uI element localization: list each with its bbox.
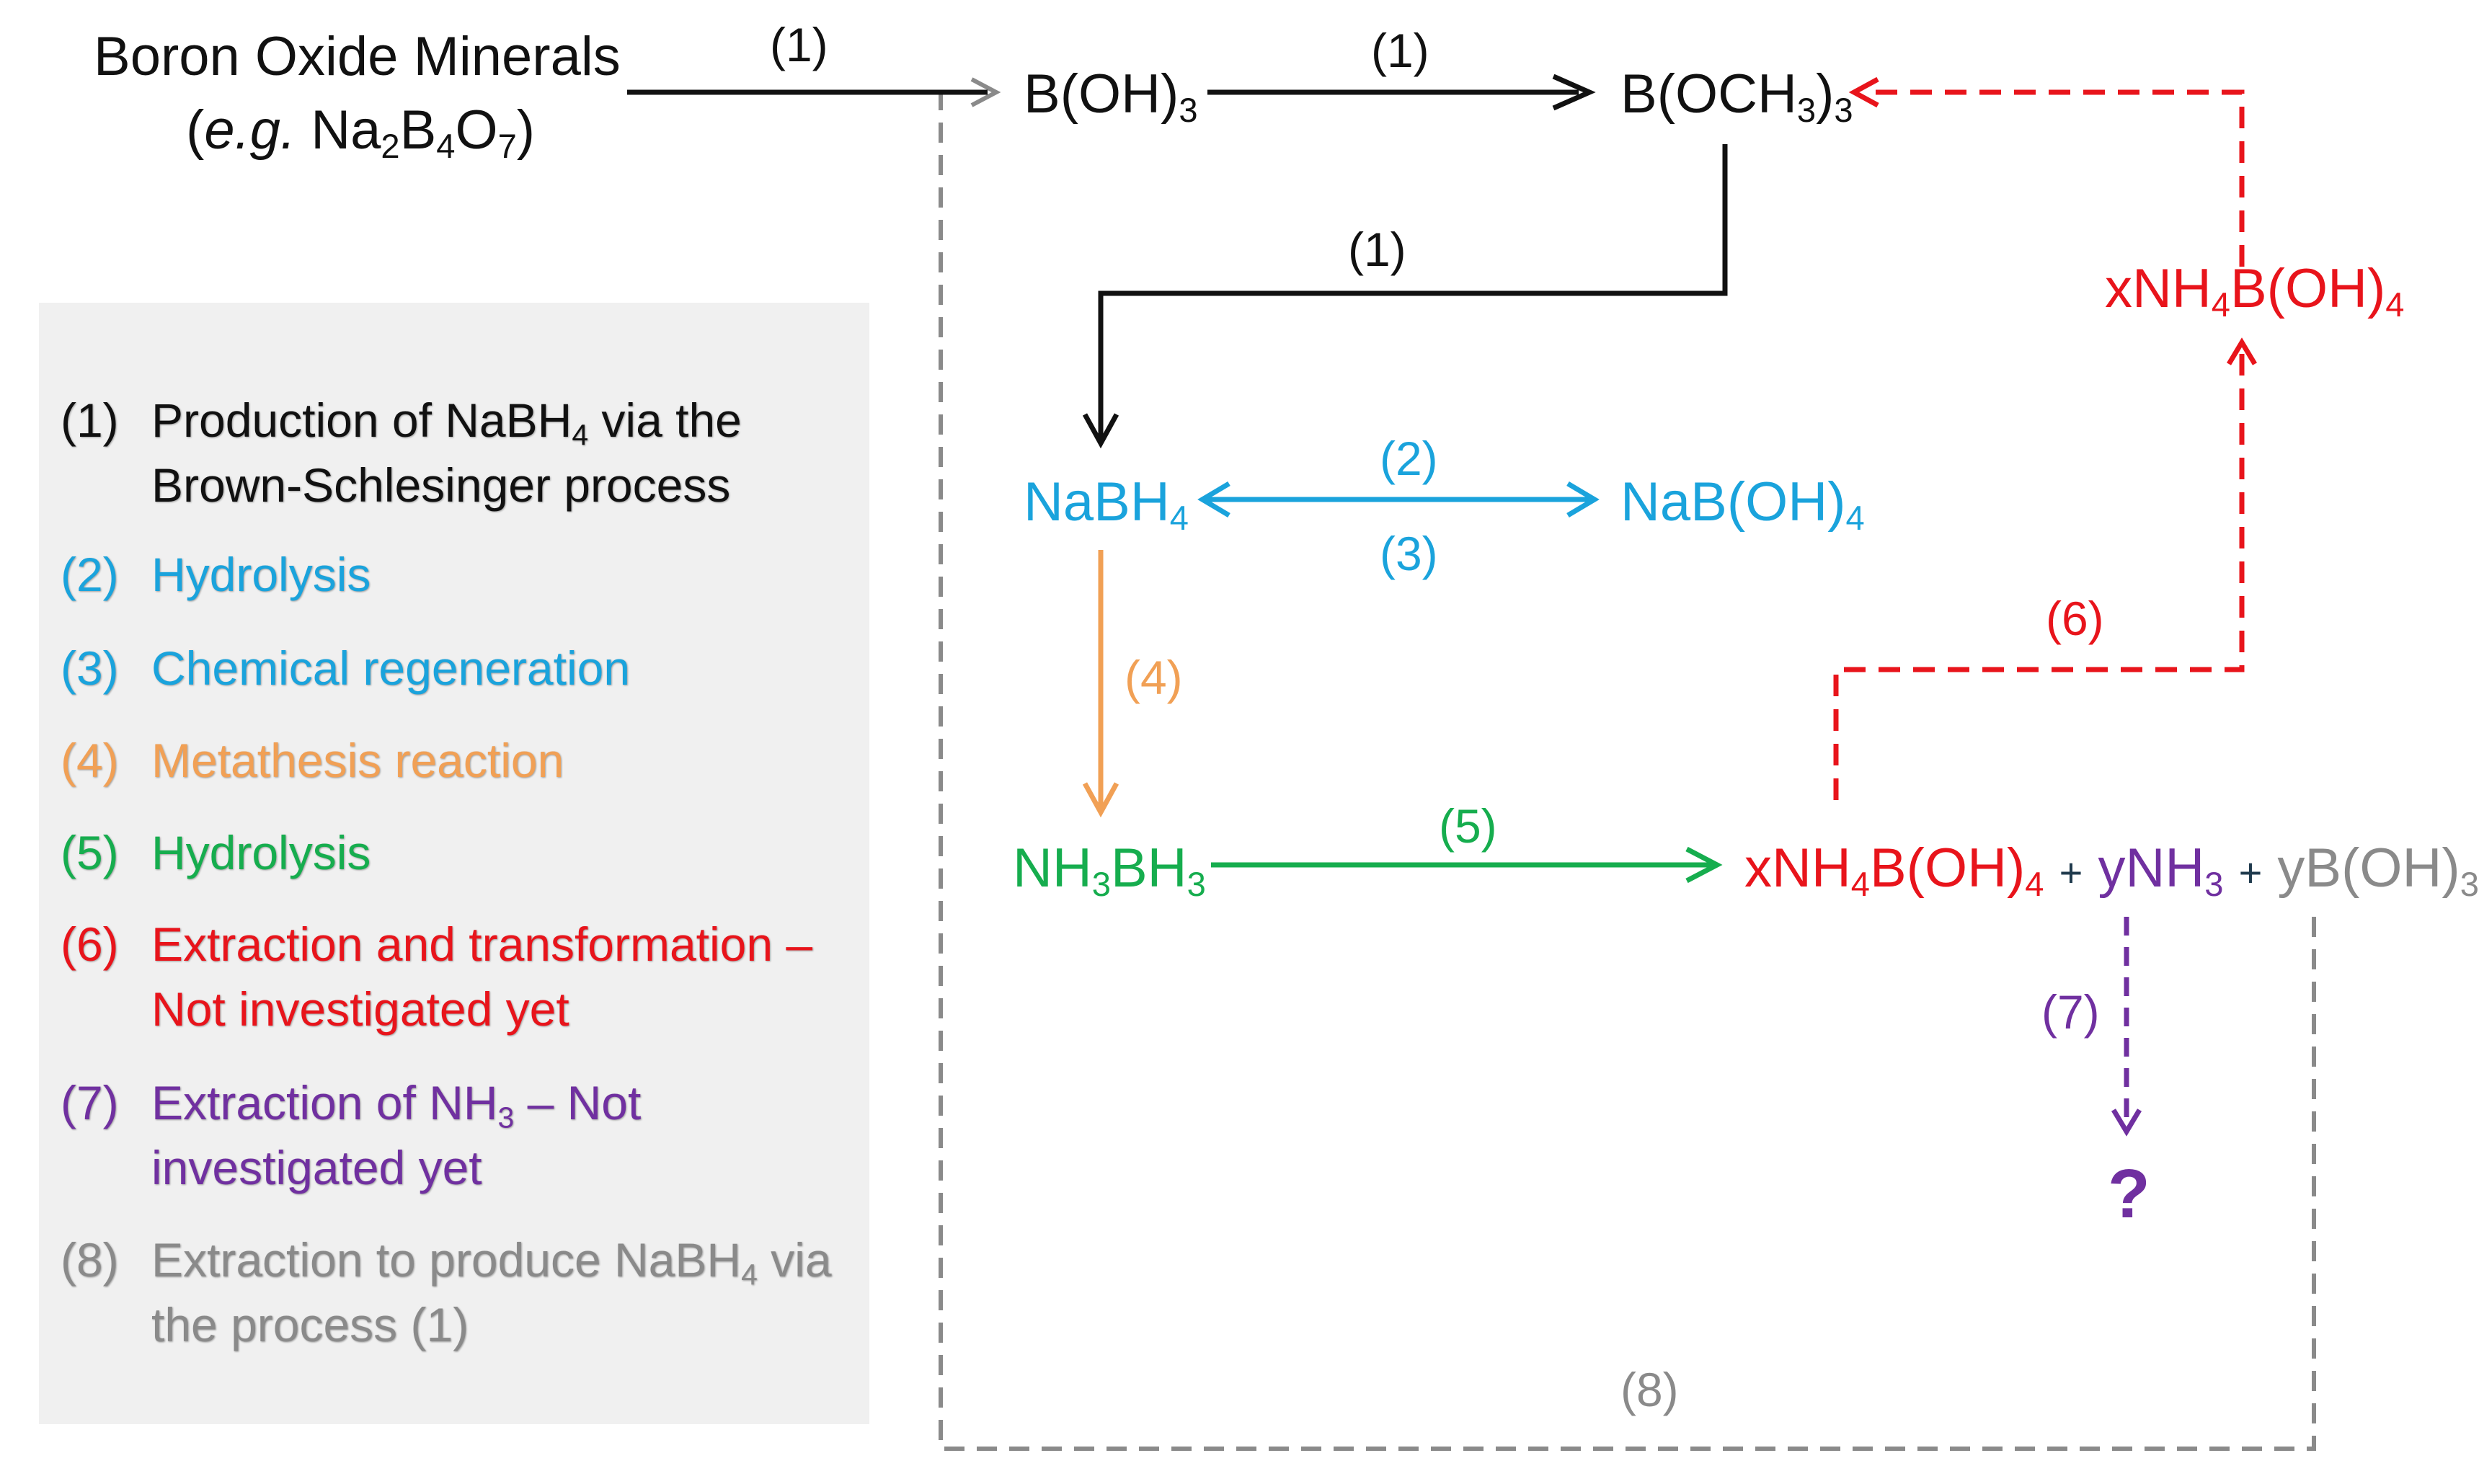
- label-step-1a: (1): [770, 18, 828, 71]
- extraction-transformation-arrowhead-up: [2226, 337, 2258, 365]
- label-step-8: (8): [1620, 1363, 1679, 1416]
- ab-hydrolysis-arrowhead: [1685, 846, 1723, 884]
- product-boric-acid: yB(OH)3: [2277, 837, 2479, 904]
- legend-text: Extraction to produce NaBH4 via the proc…: [151, 1233, 832, 1351]
- node-products: xNH4B(OH)4 + yNH3 + yB(OH)3: [1744, 836, 2479, 905]
- regeneration-arrowhead: [1197, 481, 1230, 518]
- legend-item-6: (6) Extraction and transformation – Not …: [61, 912, 861, 1041]
- borate-to-nabh4-arrowhead: [1082, 413, 1119, 449]
- legend-number: (7): [61, 1076, 119, 1129]
- label-step-6: (6): [2046, 592, 2104, 645]
- label-step-5: (5): [1439, 799, 1497, 853]
- node-ammonia-borane: NH3BH3: [1013, 837, 1206, 904]
- legend-number: (2): [61, 548, 119, 601]
- borate-to-nabh4-arrow: [1098, 144, 1728, 440]
- recycle-loop-line: [939, 92, 2316, 1451]
- legend-text: Hydrolysis: [151, 548, 371, 601]
- nh3-extraction-arrowhead: [2111, 1108, 2142, 1137]
- legend-number: (1): [61, 394, 119, 447]
- extraction-transformation-line: [1833, 353, 2245, 800]
- legend-item-4: (4) Metathesis reaction: [61, 728, 861, 793]
- node-boric-acid: B(OH)3: [1024, 63, 1198, 130]
- node-ammonium-borate-top: xNH4B(OH)4: [2105, 258, 2405, 324]
- legend-item-2: (2) Hydrolysis: [61, 542, 861, 607]
- plus-sign: +: [2238, 850, 2263, 895]
- legend-item-1: (1) Production of NaBH4 via the Brown-Sc…: [61, 388, 861, 517]
- legend-text: Extraction of NH3 – Not investigated yet: [151, 1076, 642, 1194]
- legend-number: (6): [61, 917, 119, 971]
- legend-text: Metathesis reaction: [151, 734, 564, 787]
- node-minerals-name: Boron Oxide Minerals: [94, 26, 621, 87]
- label-step-7: (7): [2041, 985, 2100, 1039]
- transformation-to-borate-line: [1867, 89, 2245, 267]
- label-step-1b: (1): [1371, 24, 1429, 77]
- boric-to-borate-arrowhead: [1552, 74, 1596, 111]
- legend-number: (3): [61, 641, 119, 695]
- legend-text: Production of NaBH4 via the Brown-Schles…: [151, 394, 742, 512]
- legend-item-3: (3) Chemical regeneration: [61, 636, 861, 701]
- node-trimethyl-borate: B(OCH3)3: [1620, 63, 1853, 130]
- eg-label: e.g.: [204, 99, 296, 161]
- minerals-formula: Na2B4O7: [311, 99, 517, 166]
- node-unknown: ?: [2108, 1155, 2150, 1232]
- legend-text: Chemical regeneration: [151, 641, 631, 695]
- label-step-3: (3): [1380, 527, 1438, 580]
- legend-item-5: (5) Hydrolysis: [61, 820, 861, 885]
- node-minerals-example: (e.g. Na2B4O7): [186, 99, 536, 166]
- recycle-loop-arrowhead: [970, 77, 1001, 107]
- label-step-2: (2): [1380, 432, 1438, 485]
- legend-item-8: (8) Extraction to produce NaBH4 via the …: [61, 1227, 861, 1357]
- node-sodium-metaborate: NaB(OH)4: [1620, 471, 1865, 538]
- hydrolysis-arrowhead: [1566, 481, 1600, 518]
- node-sodium-borohydride: NaBH4: [1024, 471, 1189, 538]
- legend-text: Extraction and transformation – Not inve…: [151, 917, 813, 1036]
- product-ammonium-borate: xNH4B(OH)4: [1744, 837, 2044, 904]
- legend-text: Hydrolysis: [151, 826, 371, 879]
- label-step-4: (4): [1125, 651, 1183, 704]
- legend-number: (4): [61, 734, 119, 787]
- legend-number: (5): [61, 826, 119, 879]
- metathesis-arrowhead: [1082, 782, 1119, 818]
- plus-sign: +: [2059, 850, 2083, 895]
- legend-number: (8): [61, 1233, 119, 1287]
- product-ammonia: yNH3: [2098, 837, 2224, 904]
- legend-panel: [39, 303, 869, 1424]
- label-step-1c: (1): [1348, 223, 1406, 276]
- legend-item-7: (7) Extraction of NH3 – Not investigated…: [61, 1070, 861, 1200]
- transformation-to-borate-arrowhead: [1848, 76, 1879, 108]
